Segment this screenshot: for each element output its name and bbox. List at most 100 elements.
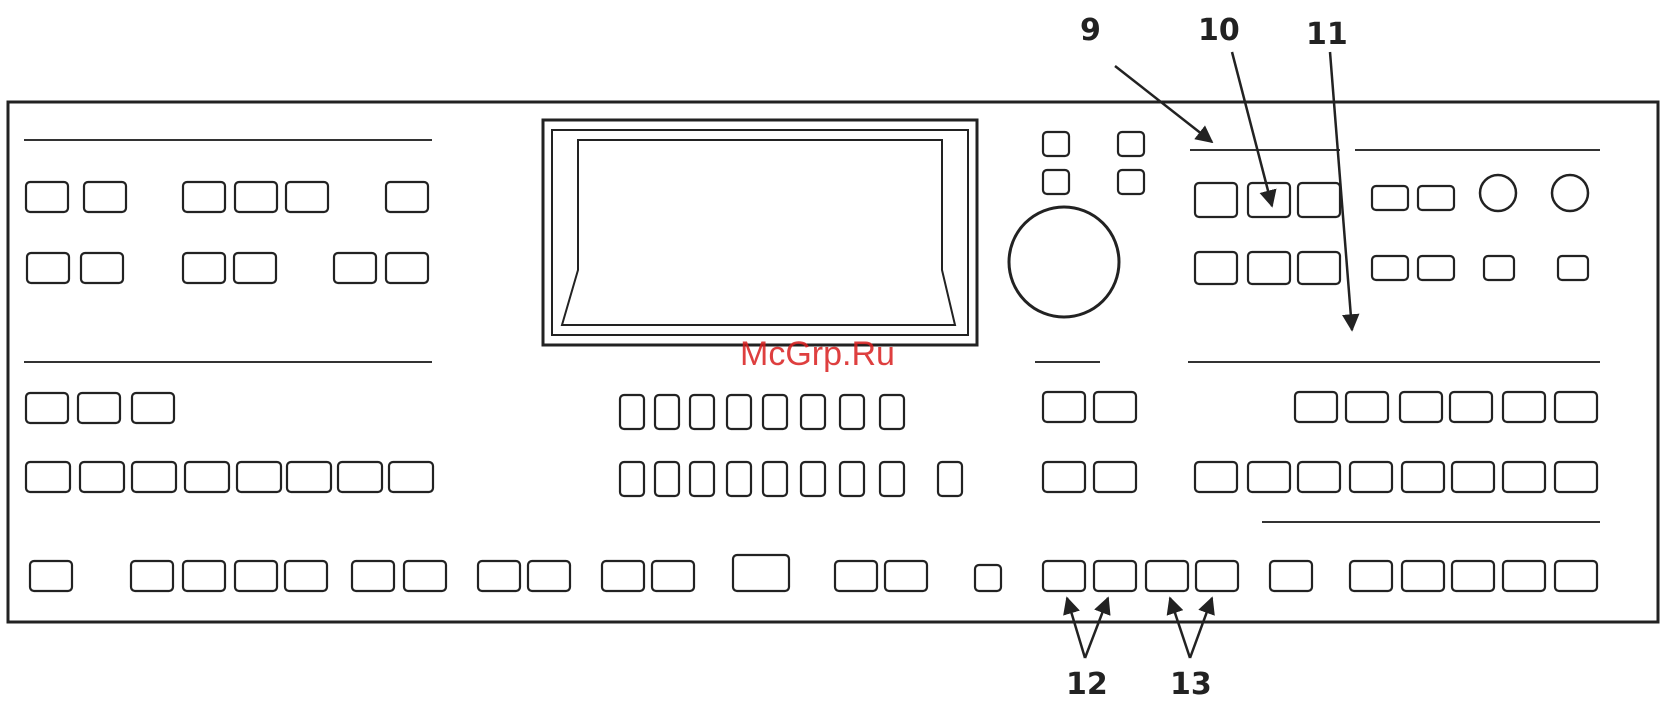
panel-button-28[interactable]: [285, 561, 327, 591]
panel-button-3[interactable]: [183, 182, 225, 212]
panel-button-2[interactable]: [84, 182, 126, 212]
lcd-display[interactable]: [543, 120, 977, 345]
panel-button-27[interactable]: [235, 561, 277, 591]
panel-button-40[interactable]: [655, 395, 679, 429]
panel-button-96[interactable]: [1402, 561, 1444, 591]
panel-button-34[interactable]: [652, 561, 694, 591]
panel-button-32[interactable]: [528, 561, 570, 591]
panel-button-95[interactable]: [1350, 561, 1392, 591]
panel-button-66[interactable]: [1298, 183, 1340, 217]
panel-button-20[interactable]: [237, 462, 281, 492]
panel-button-44[interactable]: [801, 395, 825, 429]
panel-button-30[interactable]: [404, 561, 446, 591]
panel-button-90[interactable]: [1043, 561, 1085, 591]
panel-button-85[interactable]: [1350, 462, 1392, 492]
panel-button-89[interactable]: [1555, 462, 1597, 492]
panel-button-18[interactable]: [132, 462, 176, 492]
panel-button-41[interactable]: [690, 395, 714, 429]
panel-button-22[interactable]: [338, 462, 382, 492]
panel-button-75[interactable]: [1558, 256, 1588, 280]
panel-button-98[interactable]: [1503, 561, 1545, 591]
panel-button-88[interactable]: [1503, 462, 1545, 492]
panel-button-76[interactable]: [1295, 392, 1337, 422]
panel-button-62[interactable]: [1043, 462, 1085, 492]
volume-knob[interactable]: [1480, 175, 1516, 211]
panel-button-10[interactable]: [234, 253, 276, 283]
panel-button-59[interactable]: [1118, 170, 1144, 194]
panel-button-52[interactable]: [801, 462, 825, 496]
panel-button-94[interactable]: [1270, 561, 1312, 591]
panel-button-58[interactable]: [1043, 170, 1069, 194]
panel-button-71[interactable]: [1418, 186, 1454, 210]
panel-button-93[interactable]: [1196, 561, 1238, 591]
panel-button-63[interactable]: [1094, 462, 1136, 492]
panel-button-23[interactable]: [389, 462, 433, 492]
panel-button-16[interactable]: [26, 462, 70, 492]
panel-button-47[interactable]: [620, 462, 644, 496]
panel-button-19[interactable]: [185, 462, 229, 492]
panel-button-29[interactable]: [352, 561, 394, 591]
panel-button-97[interactable]: [1452, 561, 1494, 591]
panel-button-69[interactable]: [1298, 252, 1340, 284]
panel-button-99[interactable]: [1555, 561, 1597, 591]
panel-button-64[interactable]: [1195, 183, 1237, 217]
panel-button-5[interactable]: [286, 182, 328, 212]
panel-button-67[interactable]: [1195, 252, 1237, 284]
panel-button-37[interactable]: [885, 561, 927, 591]
panel-button-81[interactable]: [1555, 392, 1597, 422]
panel-button-60[interactable]: [1043, 392, 1085, 422]
balance-knob[interactable]: [1552, 175, 1588, 211]
panel-button-74[interactable]: [1484, 256, 1514, 280]
panel-button-39[interactable]: [620, 395, 644, 429]
panel-button-51[interactable]: [763, 462, 787, 496]
panel-button-1[interactable]: [26, 182, 68, 212]
panel-button-55[interactable]: [938, 462, 962, 496]
panel-button-80[interactable]: [1503, 392, 1545, 422]
panel-button-6[interactable]: [386, 182, 428, 212]
panel-button-56[interactable]: [1043, 132, 1069, 156]
panel-button-11[interactable]: [334, 253, 376, 283]
panel-button-92[interactable]: [1146, 561, 1188, 591]
panel-button-17[interactable]: [80, 462, 124, 492]
data-dial[interactable]: [1009, 207, 1119, 317]
panel-button-68[interactable]: [1248, 252, 1290, 284]
panel-button-82[interactable]: [1195, 462, 1237, 492]
panel-button-87[interactable]: [1452, 462, 1494, 492]
panel-button-12[interactable]: [386, 253, 428, 283]
panel-button-49[interactable]: [690, 462, 714, 496]
panel-button-53[interactable]: [840, 462, 864, 496]
panel-button-46[interactable]: [880, 395, 904, 429]
panel-button-36[interactable]: [835, 561, 877, 591]
panel-button-33[interactable]: [602, 561, 644, 591]
panel-button-78[interactable]: [1400, 392, 1442, 422]
panel-button-26[interactable]: [183, 561, 225, 591]
panel-button-8[interactable]: [81, 253, 123, 283]
panel-button-77[interactable]: [1346, 392, 1388, 422]
panel-button-38[interactable]: [975, 565, 1001, 591]
panel-button-4[interactable]: [235, 182, 277, 212]
panel-button-65[interactable]: [1248, 183, 1290, 217]
panel-button-21[interactable]: [287, 462, 331, 492]
panel-button-14[interactable]: [78, 393, 120, 423]
panel-button-42[interactable]: [727, 395, 751, 429]
panel-button-73[interactable]: [1418, 256, 1454, 280]
panel-button-72[interactable]: [1372, 256, 1408, 280]
panel-button-43[interactable]: [763, 395, 787, 429]
panel-button-86[interactable]: [1402, 462, 1444, 492]
panel-button-9[interactable]: [183, 253, 225, 283]
panel-button-7[interactable]: [27, 253, 69, 283]
panel-button-79[interactable]: [1450, 392, 1492, 422]
panel-button-61[interactable]: [1094, 392, 1136, 422]
panel-button-83[interactable]: [1248, 462, 1290, 492]
panel-button-54[interactable]: [880, 462, 904, 496]
panel-button-13[interactable]: [26, 393, 68, 423]
panel-button-24[interactable]: [30, 561, 72, 591]
panel-button-45[interactable]: [840, 395, 864, 429]
panel-button-70[interactable]: [1372, 186, 1408, 210]
panel-button-35[interactable]: [733, 555, 789, 591]
panel-button-57[interactable]: [1118, 132, 1144, 156]
panel-button-48[interactable]: [655, 462, 679, 496]
panel-button-50[interactable]: [727, 462, 751, 496]
panel-button-15[interactable]: [132, 393, 174, 423]
panel-button-84[interactable]: [1298, 462, 1340, 492]
